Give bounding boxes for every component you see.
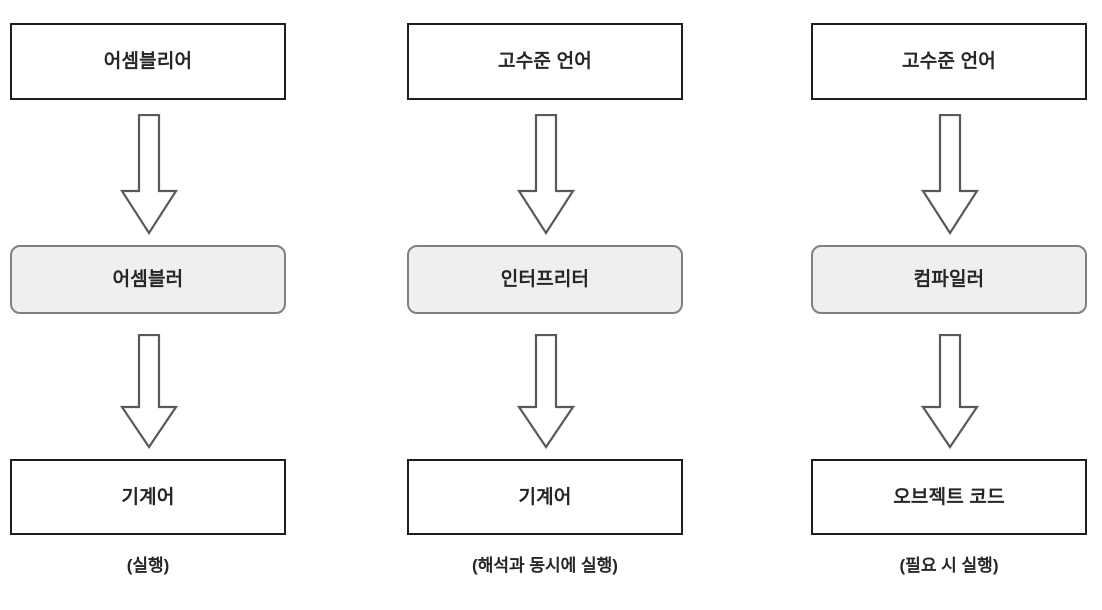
down-arrow-icon (517, 334, 575, 449)
down-arrow-icon-shape (921, 114, 979, 235)
output-box-interpreter: 기계어 (407, 459, 683, 535)
source-language-box-compiler: 고수준 언어 (811, 23, 1087, 100)
down-arrow-icon (921, 114, 979, 235)
compiler-flow-column: 고수준 언어 컴파일러 오브젝트 코드 (필요 시 실행) (811, 0, 1089, 610)
source-language-label: 어셈블리어 (103, 51, 193, 72)
output-label: 기계어 (121, 486, 175, 508)
processor-box-interpreter: 인터프리터 (407, 245, 683, 314)
output-label: 기계어 (518, 486, 572, 508)
assembler-flow-column: 어셈블리어 어셈블러 기계어 (실행) (10, 0, 288, 610)
execution-caption-compiler: (필요 시 실행) (899, 556, 999, 575)
down-arrow-icon-shape (120, 334, 178, 449)
down-arrow-icon (120, 114, 178, 235)
output-label: 오브젝트 코드 (893, 486, 1005, 508)
source-language-label: 고수준 언어 (902, 51, 996, 72)
processor-label: 컴파일러 (913, 269, 985, 290)
down-arrow-icon (921, 334, 979, 449)
down-arrow-icon-shape (517, 334, 575, 449)
down-arrow-icon (517, 114, 575, 235)
down-arrow-icon-shape (517, 114, 575, 235)
source-language-box-assembler: 어셈블리어 (10, 23, 286, 100)
processor-box-compiler: 컴파일러 (811, 245, 1087, 314)
execution-caption-interpreter: (해석과 동시에 실행) (472, 556, 618, 575)
processor-label: 인터프리터 (500, 269, 590, 290)
processor-label: 어셈블러 (112, 269, 184, 290)
execution-caption-assembler: (실행) (126, 556, 170, 575)
down-arrow-icon (120, 334, 178, 449)
output-box-compiler: 오브젝트 코드 (811, 459, 1087, 535)
interpreter-flow-column: 고수준 언어 인터프리터 기계어 (해석과 동시에 실행) (407, 0, 685, 610)
down-arrow-icon-shape (120, 114, 178, 235)
down-arrow-icon-shape (921, 334, 979, 449)
processor-box-assembler: 어셈블러 (10, 245, 286, 314)
source-language-label: 고수준 언어 (498, 51, 592, 72)
source-language-box-interpreter: 고수준 언어 (407, 23, 683, 100)
output-box-assembler: 기계어 (10, 459, 286, 535)
